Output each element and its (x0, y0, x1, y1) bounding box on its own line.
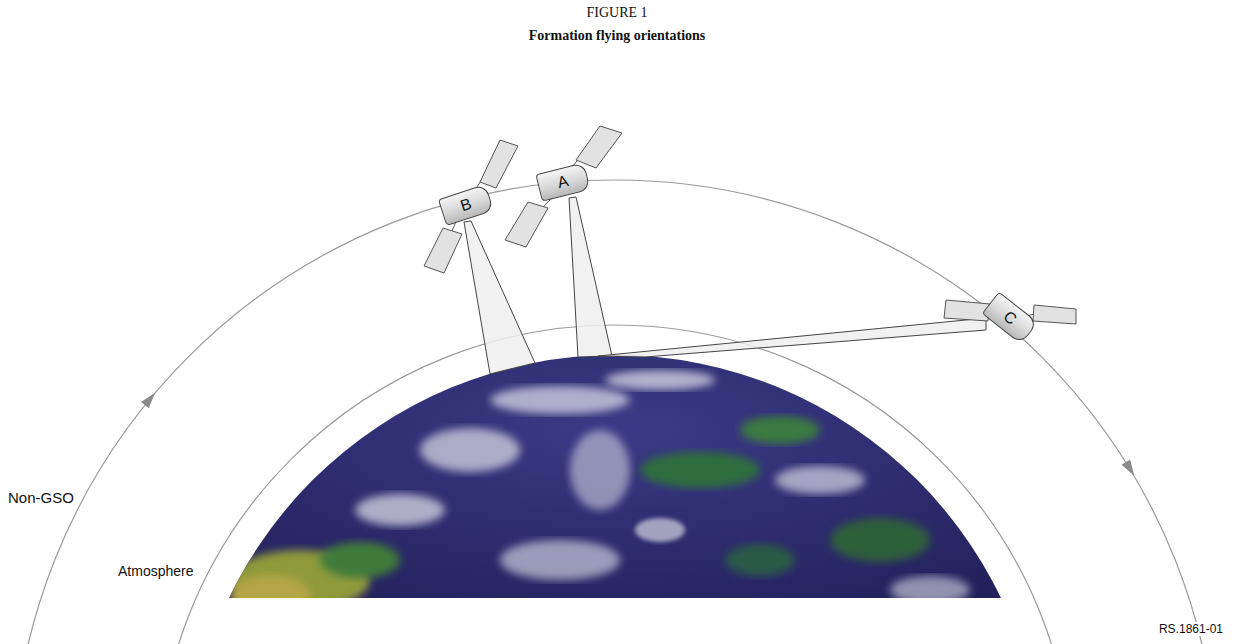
figure-number: FIGURE 1 (0, 5, 1234, 21)
orbit-arrow (1122, 460, 1139, 479)
earth-globe (180, 340, 1060, 598)
sensor-beam (569, 197, 612, 357)
satellite-body: C (982, 292, 1039, 345)
satellite-letter: B (458, 196, 473, 215)
satellite-body: A (535, 162, 590, 201)
orbit-label: Non-GSO (8, 489, 74, 506)
atmosphere-line (157, 325, 1073, 644)
orbit-line (12, 180, 1218, 644)
figure-title: Formation flying orientations (0, 28, 1234, 44)
orbit-arrow (141, 390, 159, 409)
sensor-beam (598, 318, 986, 357)
atmosphere-label: Atmosphere (118, 563, 193, 579)
figure-reference: RS.1861-01 (1156, 622, 1226, 636)
satellite-letter: C (1001, 308, 1020, 328)
satellite-letter: A (556, 173, 570, 191)
satellite-body: B (438, 184, 494, 226)
solar-panels (424, 126, 1076, 324)
